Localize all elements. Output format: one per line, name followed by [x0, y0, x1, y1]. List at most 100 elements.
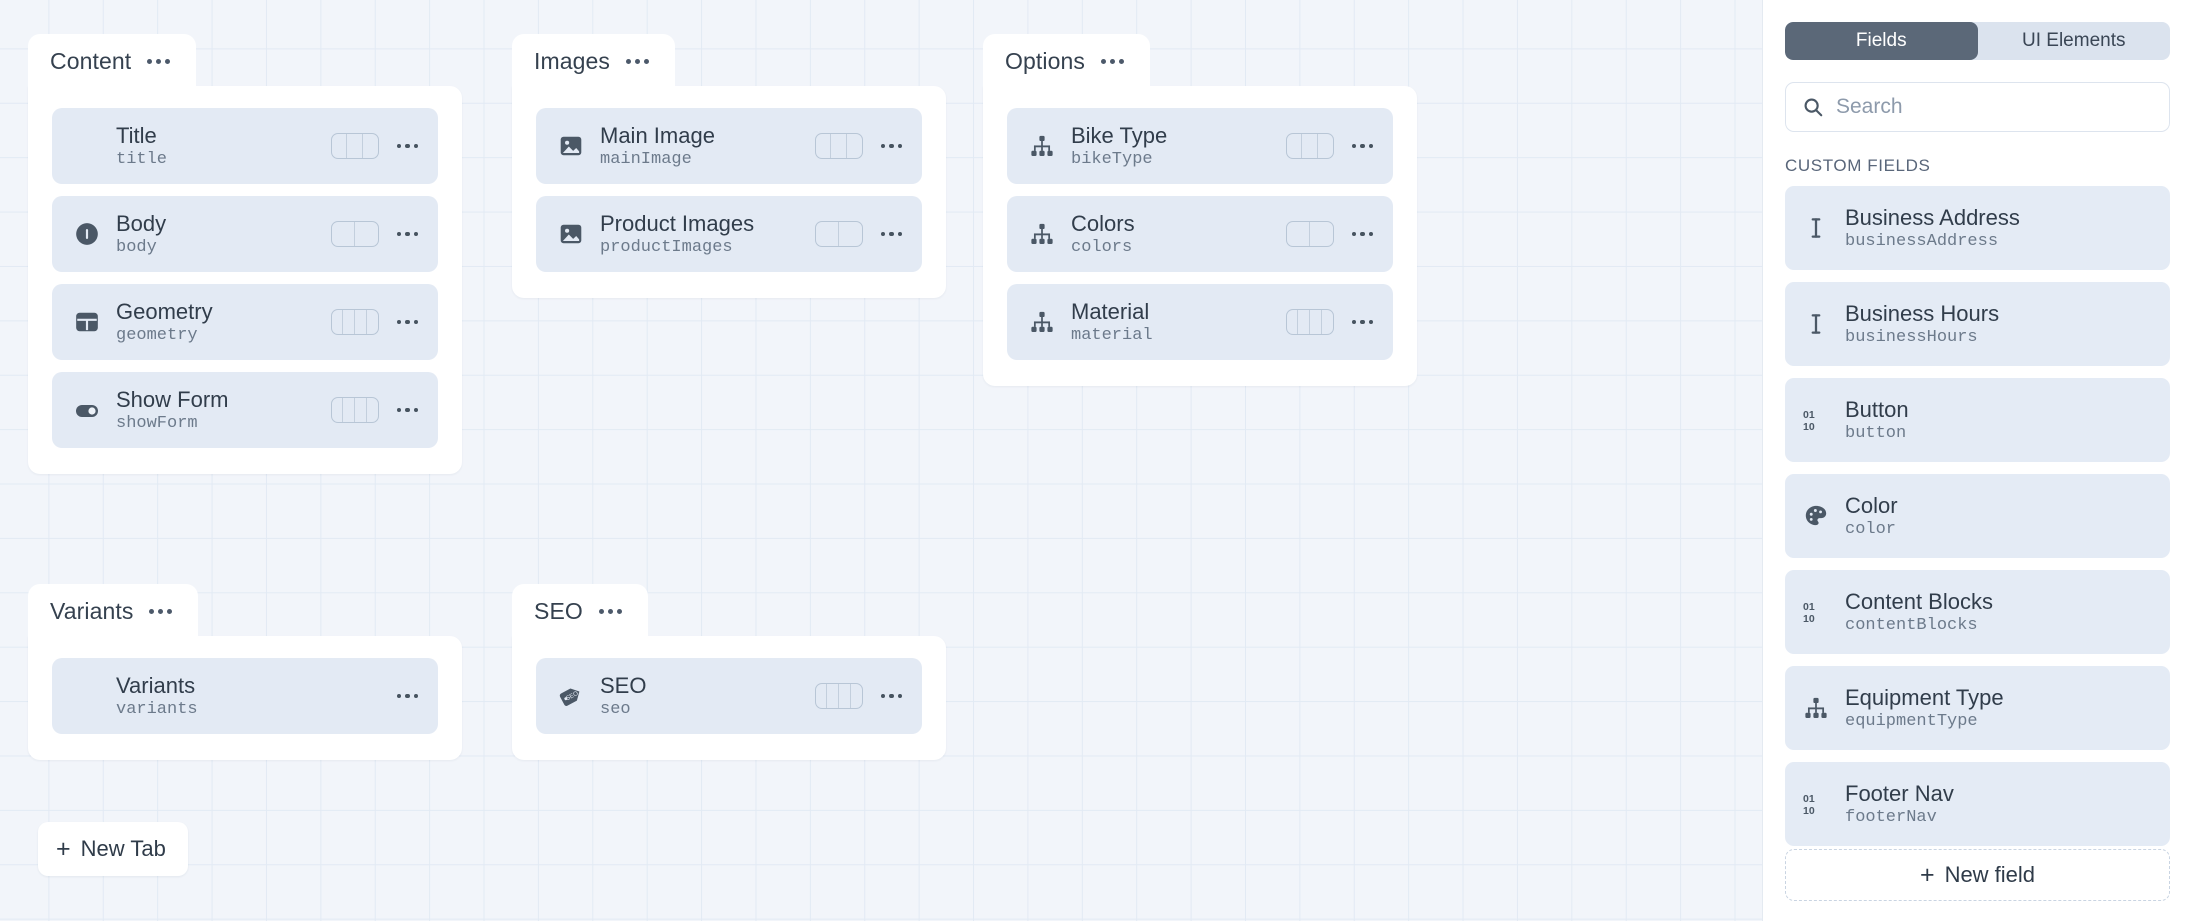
width-segment[interactable]: [839, 222, 862, 246]
column-width-picker[interactable]: [330, 133, 379, 159]
ellipsis-icon[interactable]: [147, 605, 174, 618]
width-segment[interactable]: [355, 398, 367, 422]
width-segment[interactable]: [827, 684, 839, 708]
column-width-picker[interactable]: [330, 309, 379, 335]
width-segment[interactable]: [816, 684, 828, 708]
tab-title: Options: [1005, 48, 1085, 74]
width-segment[interactable]: [343, 398, 355, 422]
width-segment[interactable]: [1287, 222, 1310, 246]
tab-header[interactable]: Options: [983, 34, 1150, 87]
new-tab-button[interactable]: + New Tab: [38, 822, 188, 876]
column-width-picker[interactable]: [1285, 221, 1334, 247]
width-segment[interactable]: [1310, 310, 1322, 334]
ellipsis-icon[interactable]: [145, 55, 172, 68]
column-width-picker[interactable]: [1285, 309, 1334, 335]
field-key: button: [1845, 423, 1907, 443]
ellipsis-icon[interactable]: [395, 228, 421, 241]
width-segment[interactable]: [332, 310, 344, 334]
ellipsis-icon[interactable]: [879, 140, 905, 153]
column-width-picker[interactable]: [814, 221, 863, 247]
ellipsis-icon[interactable]: [1350, 316, 1376, 329]
width-segment[interactable]: [332, 398, 344, 422]
ellipsis-icon[interactable]: [1350, 228, 1376, 241]
search-input[interactable]: Search: [1785, 82, 2170, 132]
width-segment[interactable]: [367, 310, 378, 334]
ellipsis-icon[interactable]: [879, 228, 905, 241]
width-segment[interactable]: [1318, 134, 1333, 158]
width-segment[interactable]: [1322, 310, 1333, 334]
ellipsis-icon[interactable]: [395, 316, 421, 329]
column-width-picker[interactable]: [1285, 133, 1334, 159]
tab-header[interactable]: SEO: [512, 584, 648, 637]
column-width-picker[interactable]: [814, 683, 863, 709]
width-segment[interactable]: [1298, 310, 1310, 334]
field-key: contentBlocks: [1845, 615, 1978, 635]
new-field-button[interactable]: + New field: [1785, 849, 2170, 901]
tab-fields[interactable]: Fields: [1785, 22, 1978, 60]
field-key: showForm: [116, 413, 198, 433]
width-segment[interactable]: [347, 134, 363, 158]
width-segment[interactable]: [332, 134, 348, 158]
tab-header[interactable]: Images: [512, 34, 676, 87]
column-width-picker[interactable]: [330, 397, 379, 423]
width-segment[interactable]: [1287, 134, 1303, 158]
width-segment[interactable]: [367, 398, 378, 422]
ellipsis-icon[interactable]: [624, 55, 651, 68]
tab-header[interactable]: Content: [28, 34, 197, 87]
width-segment[interactable]: [1302, 134, 1318, 158]
field-key: color: [1845, 519, 1897, 539]
ellipsis-icon[interactable]: [395, 404, 421, 417]
ellipsis-icon[interactable]: [879, 690, 905, 703]
ellipsis-icon[interactable]: [1099, 55, 1126, 68]
tab-header[interactable]: Variants: [28, 584, 199, 637]
width-segment[interactable]: [343, 310, 355, 334]
column-width-picker[interactable]: [814, 133, 863, 159]
width-segment[interactable]: [847, 134, 862, 158]
ellipsis-icon[interactable]: [395, 690, 421, 703]
width-segment[interactable]: [363, 134, 378, 158]
width-segment[interactable]: [355, 310, 367, 334]
width-segment[interactable]: [1310, 222, 1333, 246]
width-segment[interactable]: [816, 134, 832, 158]
width-segment[interactable]: [831, 134, 847, 158]
width-segment[interactable]: [1287, 310, 1299, 334]
svg-text:01: 01: [1803, 601, 1815, 613]
width-segment[interactable]: [851, 684, 862, 708]
width-segment[interactable]: [355, 222, 378, 246]
ellipsis-icon[interactable]: [395, 140, 421, 153]
width-segment[interactable]: [816, 222, 839, 246]
ellipsis-icon[interactable]: [597, 605, 624, 618]
column-width-picker[interactable]: [330, 221, 379, 247]
tab-ui-elements[interactable]: UI Elements: [1978, 22, 2171, 60]
ellipsis-icon[interactable]: [1350, 140, 1376, 153]
width-segment[interactable]: [332, 222, 355, 246]
width-segment[interactable]: [839, 684, 851, 708]
